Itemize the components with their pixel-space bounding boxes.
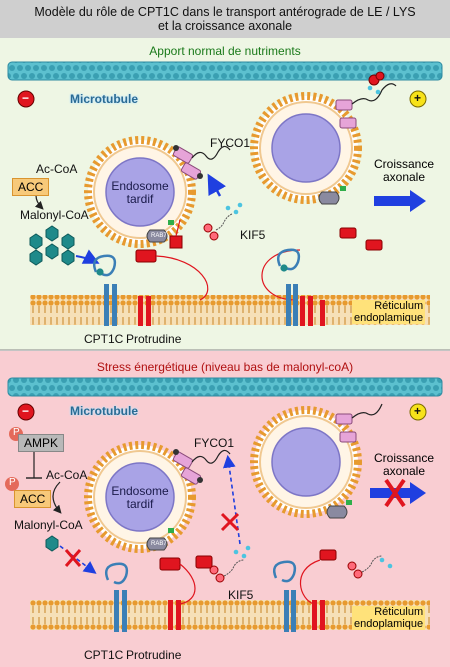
cpt1c-top [93, 254, 117, 277]
figure-title: Modèle du rôle de CPT1C dans le transpor… [0, 0, 450, 38]
minus-symbol-top: − [22, 91, 30, 105]
acc-box-top: ACC [12, 178, 50, 196]
block-cross-malonyl [64, 549, 82, 567]
growth-arrow-bottom [370, 482, 426, 504]
growth-label-bottom-line1: Croissance [373, 451, 435, 465]
cpt1c-label-top: CPT1C [84, 332, 124, 346]
rab7-top-left [146, 229, 168, 243]
figure-title-line1: Modèle du rôle de CPT1C dans le transpor… [34, 5, 416, 19]
malonyl-label-bottom: Malonyl-CoA [14, 518, 83, 532]
microtubule-label-top: Microtubule [70, 92, 138, 106]
plus-end-top [409, 90, 427, 108]
rab7-label-bottom: RAB7 [151, 541, 167, 547]
block-cross-growth [384, 478, 406, 508]
er-label-top-line2: endoplamique [354, 312, 424, 324]
growth-arrow-top [374, 190, 426, 212]
phospho-acc [5, 477, 19, 491]
microtubule-label-bottom: Microtubule [70, 404, 138, 418]
growth-label-top: Croissance axonale [362, 158, 446, 184]
er-label-top-line1: Réticulum [374, 300, 424, 312]
top-panel-heading: Apport normal de nutriments [149, 44, 301, 58]
kif5-label-top: KIF5 [240, 228, 266, 242]
er-label-top: Réticulum endoplamique [352, 300, 426, 324]
growth-label-bottom-line2: axonale [382, 464, 426, 478]
growth-label-bottom: Croissance axonale [362, 452, 446, 478]
er-label-bottom: Réticulum endoplamique [352, 606, 426, 630]
growth-label-top-line2: axonale [382, 170, 426, 184]
accoa-label-top: Ac-CoA [36, 162, 78, 176]
ampk-box: AMPK [18, 434, 65, 452]
acc-box-bottom: ACC [14, 490, 52, 508]
malonyl-hexagons-top [29, 225, 75, 266]
fyco1-label-top: FYCO1 [210, 136, 251, 150]
protrudine-label-bottom: Protrudine [126, 648, 182, 662]
minus-symbol-bottom: − [22, 404, 30, 418]
endosome-label-bottom: Endosome tardif [110, 485, 170, 511]
microtubule-bottom [7, 377, 443, 397]
malonyl-label-top: Malonyl-CoA [20, 208, 89, 222]
protrudine-label-top: Protrudine [126, 332, 182, 346]
endosome-label-top-line1: Endosome [111, 179, 169, 193]
accoa-label-bottom: Ac-CoA [46, 468, 88, 482]
microtubule-top [7, 61, 443, 81]
endosome-label-top-line2: tardif [126, 192, 154, 206]
endosome-label-bottom-line2: tardif [126, 497, 154, 511]
phospho-label-ampk: P [13, 427, 20, 438]
figure-title-line2: et la croissance axonale [157, 19, 293, 33]
er-label-bottom-line1: Réticulum [374, 606, 424, 618]
protrudine-top-left [135, 249, 157, 263]
minus-end-top [17, 90, 35, 108]
bottom-panel-heading: Stress énergétique (niveau bas de malony… [96, 360, 354, 374]
fyco1-label-bottom: FYCO1 [194, 436, 235, 450]
er-label-bottom-line2: endoplamique [354, 618, 424, 630]
growth-label-top-line1: Croissance [373, 157, 435, 171]
rab7-label-top: RAB7 [151, 233, 167, 239]
plus-symbol-bottom: + [414, 404, 422, 418]
phospho-label-acc: P [9, 477, 16, 488]
endosome-label-bottom-line1: Endosome [111, 484, 169, 498]
plus-symbol-top: + [414, 91, 422, 105]
endosome-label-top: Endosome tardif [110, 180, 170, 206]
kif5-label-bottom: KIF5 [228, 588, 254, 602]
block-cross-kif5 [220, 512, 240, 532]
cpt1c-label-bottom: CPT1C [84, 648, 124, 662]
